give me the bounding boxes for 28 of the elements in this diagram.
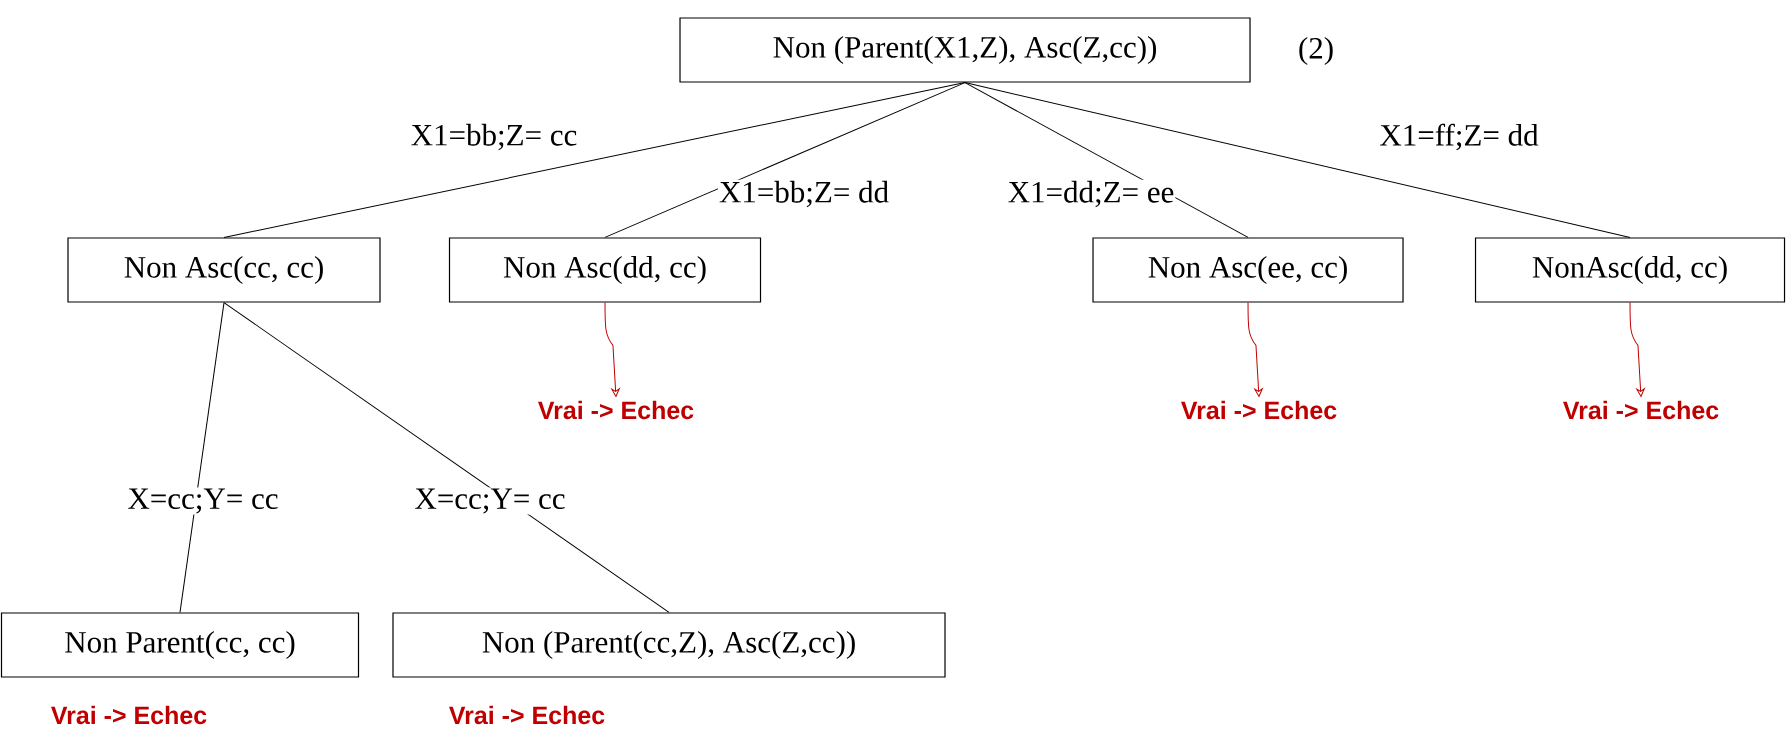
result-text: Vrai -> Echec bbox=[51, 705, 207, 725]
statement-box: Non Asc(dd, cc) bbox=[448, 237, 762, 303]
result-text: Vrai -> Echec bbox=[1563, 400, 1719, 420]
statement-box: Non Asc(cc, cc) bbox=[67, 237, 381, 303]
edge-label: X1=dd;Z= ee bbox=[1006, 179, 1176, 209]
connector-line bbox=[604, 82, 966, 238]
connector-line bbox=[223, 302, 670, 613]
result-text: Vrai -> Echec bbox=[538, 400, 694, 420]
edge-label: X1=ff;Z= dd bbox=[1378, 122, 1540, 152]
connector-line bbox=[179, 302, 225, 613]
arrow bbox=[604, 302, 620, 397]
arrow bbox=[1629, 302, 1645, 397]
statement-box: Non Asc(ee, cc) bbox=[1092, 237, 1404, 303]
connector-line bbox=[964, 82, 1631, 238]
note-text: (2) bbox=[1299, 36, 1333, 66]
statement-box: Non Parent(cc, cc) bbox=[0, 612, 360, 678]
statement-box: Non (Parent(X1,Z), Asc(Z,cc)) bbox=[679, 17, 1251, 83]
edge-label: X1=bb;Z= dd bbox=[717, 179, 891, 209]
statement-box: NonAsc(dd, cc) bbox=[1474, 237, 1786, 303]
result-text: Vrai -> Echec bbox=[449, 705, 605, 725]
edge-label: X=cc;Y= cc bbox=[126, 487, 280, 515]
result-text: Vrai -> Echec bbox=[1181, 400, 1337, 420]
arrow bbox=[1247, 302, 1263, 397]
connector-line bbox=[964, 82, 1249, 238]
edge-label: X1=bb;Z= cc bbox=[409, 122, 579, 152]
statement-box: Non (Parent(cc,Z), Asc(Z,cc)) bbox=[392, 612, 946, 678]
edge-label: X=cc;Y= cc bbox=[413, 487, 567, 515]
connector-line bbox=[223, 82, 966, 238]
